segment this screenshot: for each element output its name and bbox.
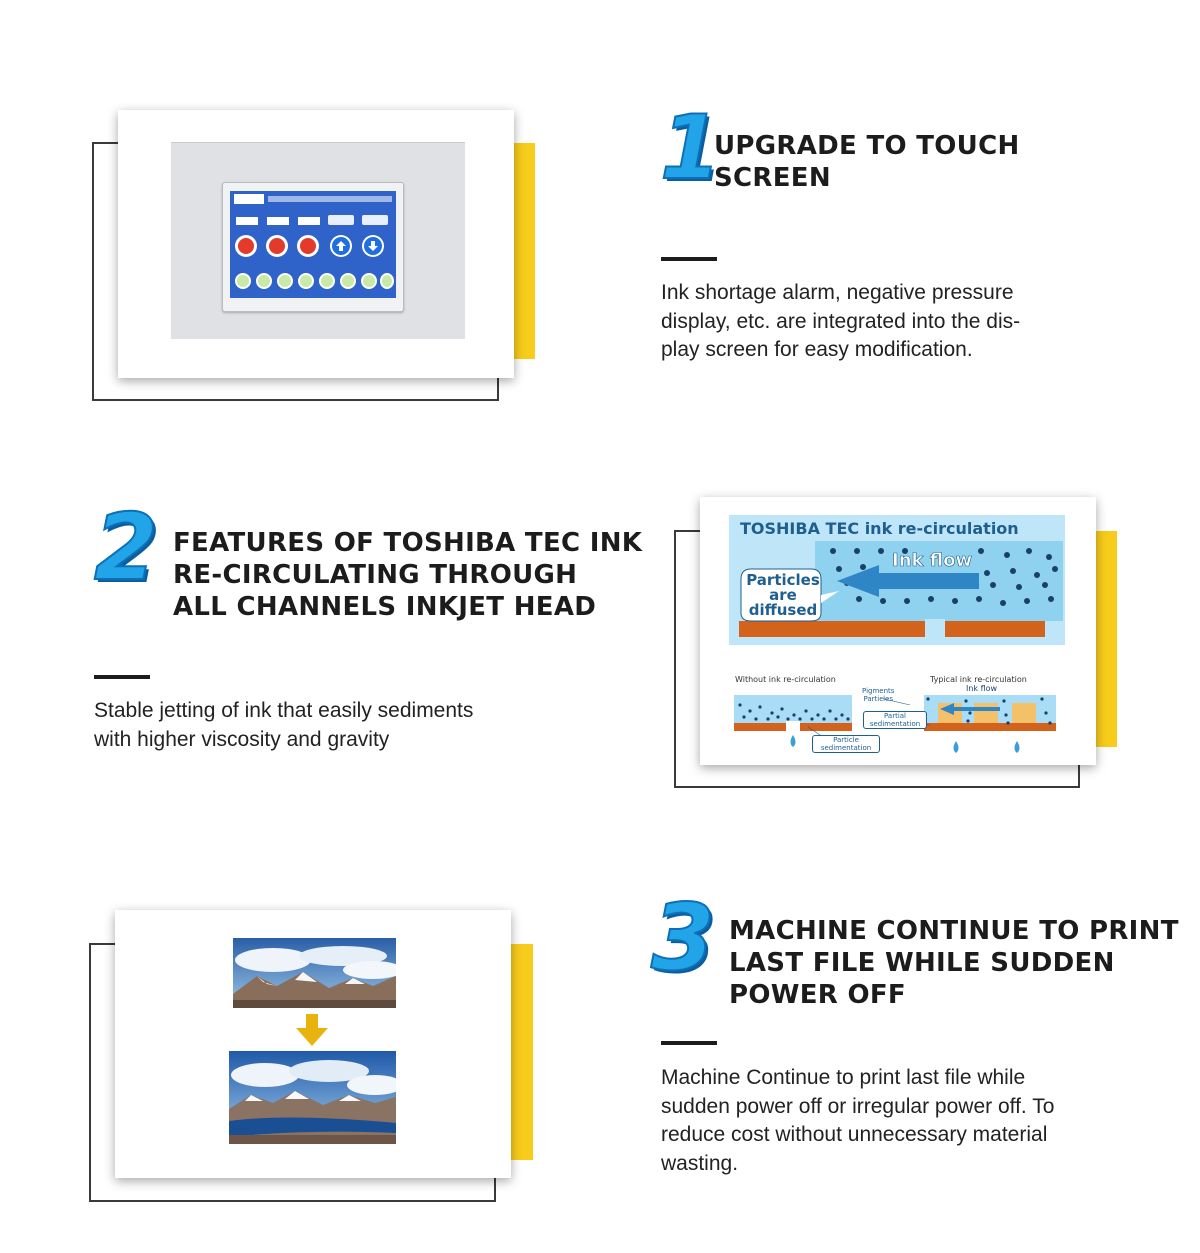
without-recirculation-label: Without ink re-circulation <box>735 675 836 684</box>
green-status-icon[interactable] <box>380 273 394 289</box>
title-line: ALL CHANNELS INKJET HEAD <box>173 592 597 622</box>
green-status-icon[interactable] <box>340 273 356 289</box>
label-line: sedimentation <box>869 720 921 728</box>
title-line: MACHINE CONTINUE TO PRINT <box>729 916 1179 946</box>
label-line: Partial <box>884 712 906 720</box>
feature-1-description: Ink shortage alarm, negative pressure di… <box>661 279 1020 365</box>
label-line: Particle <box>833 736 859 744</box>
feature-3-title: MACHINE CONTINUE TO PRINT LAST FILE WHIL… <box>729 915 1179 1011</box>
green-status-icon[interactable] <box>298 273 314 289</box>
sedimentation-graphic <box>734 695 1056 753</box>
partial-sedimentation-box <box>863 711 927 729</box>
typical-ink-flow-label: Ink flow <box>966 684 998 693</box>
particles-diffused-label: Particles are diffused <box>742 573 824 618</box>
ink-flow-graphic <box>739 541 1063 639</box>
brand-logo <box>234 194 264 204</box>
particle-sedimentation-label: Particle sedimentation <box>812 736 880 752</box>
title-line: FEATURES OF TOSHIBA TEC INK <box>173 528 643 558</box>
description-line: Machine Continue to print last file whil… <box>661 1066 1026 1089</box>
value-field[interactable] <box>236 217 258 225</box>
description-line: Stable jetting of ink that easily sedime… <box>94 699 474 722</box>
partial-sedimentation-label: Partial sedimentation <box>863 712 927 728</box>
feature-3-number: 3 <box>650 884 716 991</box>
mode-button[interactable] <box>362 215 388 225</box>
landscape-image-partial <box>233 938 396 1008</box>
ink-recirculation-diagram: TOSHIBA TEC ink re-circulation Ink flow … <box>700 497 1096 765</box>
brand-text-strip <box>268 196 392 202</box>
red-alarm-icon[interactable] <box>266 235 288 257</box>
green-status-icon[interactable] <box>319 273 335 289</box>
touch-screen-photo <box>118 110 514 378</box>
value-field[interactable] <box>267 217 289 225</box>
label-line: Particles <box>746 571 820 589</box>
diagram-title: TOSHIBA TEC ink re-circulation <box>740 519 1019 538</box>
title-line: UPGRADE TO TOUCH <box>714 131 1020 161</box>
title-line: LAST FILE WHILE SUDDEN <box>729 948 1115 978</box>
green-status-icon[interactable] <box>256 273 272 289</box>
description-line: wasting. <box>661 1151 739 1175</box>
red-alarm-icon[interactable] <box>235 235 257 257</box>
green-status-icon[interactable] <box>235 273 251 289</box>
description-line: sudden power off or irregular power off.… <box>661 1094 1055 1118</box>
feature-1-divider <box>661 257 717 261</box>
label-line: sedimentation <box>820 744 872 752</box>
ink-flow-label: Ink flow <box>892 550 973 572</box>
description-line: display, etc. are integrated into the di… <box>661 309 1021 333</box>
label-line: Pigments <box>862 687 895 695</box>
feature-3-divider <box>661 1041 717 1045</box>
arrow-down-icon[interactable] <box>362 235 384 257</box>
value-field[interactable] <box>298 217 320 225</box>
title-line: RE-CIRCULATING THROUGH <box>173 560 578 590</box>
feature-3-description: Machine Continue to print last file whil… <box>661 1064 1054 1178</box>
description-line: Ink shortage alarm, negative pressure <box>661 281 1014 304</box>
red-alarm-icon[interactable] <box>297 235 319 257</box>
feature-2-number: 2 <box>93 494 159 601</box>
touch-screen-device <box>222 182 404 312</box>
label-line: Particles <box>863 695 893 703</box>
print-resume-photo <box>115 910 511 1178</box>
label-line: diffused <box>748 601 818 619</box>
arrow-down-icon <box>296 1014 328 1046</box>
arrow-up-icon[interactable] <box>330 235 352 257</box>
mode-button[interactable] <box>328 215 354 225</box>
feature-1-title: UPGRADE TO TOUCH SCREEN <box>714 130 1020 194</box>
particle-sedimentation-box <box>812 735 880 753</box>
feature-1-number: 1 <box>659 96 722 199</box>
touch-screen-display <box>230 191 396 298</box>
feature-2-description: Stable jetting of ink that easily sedime… <box>94 697 473 754</box>
title-line: SCREEN <box>714 163 831 193</box>
landscape-image-complete <box>229 1051 396 1144</box>
description-line: play screen for easy modification. <box>661 338 973 361</box>
pigments-particles-label: Pigments Particles <box>862 687 894 703</box>
feature-2-divider <box>94 675 150 679</box>
label-line: are <box>769 586 797 604</box>
feature-2-title: FEATURES OF TOSHIBA TEC INK RE-CIRCULATI… <box>173 527 642 623</box>
description-line: with higher viscosity and gravity <box>94 727 390 751</box>
description-line: reduce cost without unnecessary material <box>661 1123 1048 1146</box>
title-line: POWER OFF <box>729 980 906 1010</box>
green-status-icon[interactable] <box>361 273 377 289</box>
green-status-icon[interactable] <box>277 273 293 289</box>
typical-recirculation-label: Typical ink re-circulation <box>930 675 1027 684</box>
